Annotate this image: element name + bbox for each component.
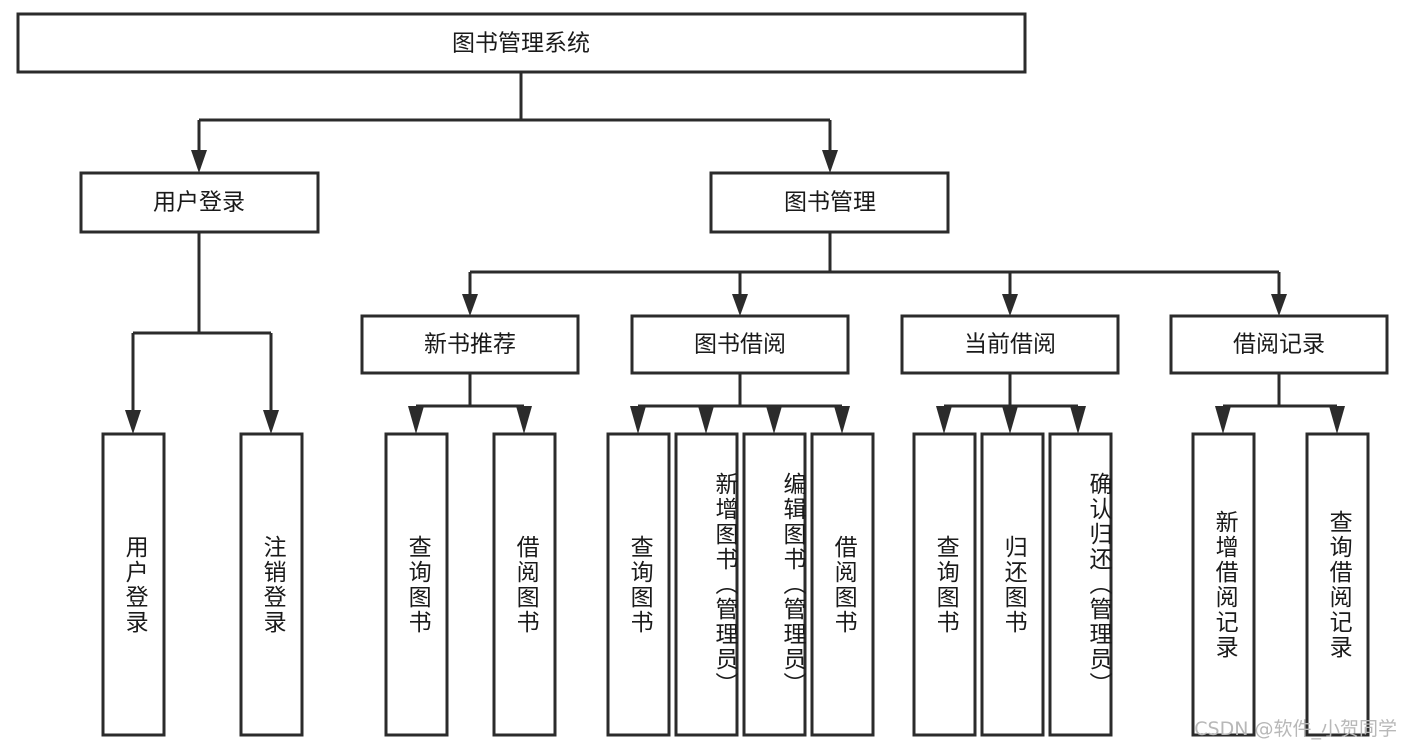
arrow-head-cb-leaf-1: [936, 406, 952, 434]
node-root[interactable]: 图书管理系统: [16, 12, 1027, 74]
leaf-box-query-book-3[interactable]: [912, 432, 977, 737]
book-borrow-label: 图书借阅: [694, 332, 786, 358]
user-login-label: 用户登录: [153, 190, 245, 216]
leaf-box-query-book-2[interactable]: [606, 432, 671, 737]
current-borrow-label: 当前借阅: [964, 332, 1056, 358]
arrow-head-cb-leaf-2: [1002, 406, 1018, 434]
node-user-login[interactable]: 用户登录: [79, 171, 320, 234]
leaf-box-query-record[interactable]: [1305, 432, 1370, 737]
arrow-head-cb-leaf-3: [1070, 406, 1086, 434]
arrow-head-new-book-recommend: [462, 294, 478, 316]
new-book-recommend-box[interactable]: [360, 314, 580, 375]
arrow-head-nbr-leaf-2: [516, 406, 532, 434]
arrow-head-bb-leaf-2: [698, 406, 714, 434]
arrow-head-leaf-user-login: [125, 410, 141, 434]
node-book-manage[interactable]: 图书管理: [709, 171, 950, 234]
csdn-watermark: CSDN @软件_小贺同学: [1194, 718, 1397, 740]
leaf-box-layer: [101, 432, 1370, 737]
new-book-recommend-label: 新书推荐: [424, 332, 516, 358]
node-borrow-record[interactable]: 借阅记录: [1169, 314, 1389, 375]
connector-layer: [125, 72, 1345, 434]
leaf-box-query-book-1[interactable]: [384, 432, 449, 737]
leaf-box-add-record[interactable]: [1191, 432, 1256, 737]
arrow-head-book-borrow: [732, 294, 748, 316]
leaf-box-add-book[interactable]: [674, 432, 739, 737]
book-borrow-box[interactable]: [630, 314, 850, 375]
leaf-box-user-login[interactable]: [101, 432, 166, 737]
user-login-box[interactable]: [79, 171, 320, 234]
arrow-head-bb-leaf-4: [834, 406, 850, 434]
borrow-record-label: 借阅记录: [1233, 332, 1325, 358]
leaf-box-borrow-book-2[interactable]: [810, 432, 875, 737]
arrow-head-bb-leaf-1: [630, 406, 646, 434]
root-box[interactable]: [16, 12, 1027, 74]
leaf-box-confirm-return[interactable]: [1048, 432, 1113, 737]
leaf-box-borrow-book-1[interactable]: [492, 432, 557, 737]
node-book-borrow[interactable]: 图书借阅: [630, 314, 850, 375]
current-borrow-box[interactable]: [900, 314, 1120, 375]
arrow-head-book-manage: [822, 150, 838, 173]
arrow-head-current-borrow: [1002, 294, 1018, 316]
node-current-borrow[interactable]: 当前借阅: [900, 314, 1120, 375]
arrow-head-bb-leaf-3: [766, 406, 782, 434]
book-manage-box[interactable]: [709, 171, 950, 234]
root-label: 图书管理系统: [452, 31, 590, 57]
leaf-box-logout[interactable]: [239, 432, 304, 737]
arrow-head-nbr-leaf-1: [408, 406, 424, 434]
arrow-head-borrow-record: [1271, 294, 1287, 316]
borrow-record-box[interactable]: [1169, 314, 1389, 375]
node-new-book-recommend[interactable]: 新书推荐: [360, 314, 580, 375]
arrow-head-user-login: [191, 150, 207, 173]
arrow-head-br-leaf-1: [1215, 406, 1231, 434]
arrow-head-br-leaf-2: [1329, 406, 1345, 434]
book-manage-label: 图书管理: [784, 190, 876, 216]
leaf-box-edit-book[interactable]: [742, 432, 807, 737]
leaf-box-return-book[interactable]: [980, 432, 1045, 737]
arrow-head-leaf-logout: [263, 410, 279, 434]
